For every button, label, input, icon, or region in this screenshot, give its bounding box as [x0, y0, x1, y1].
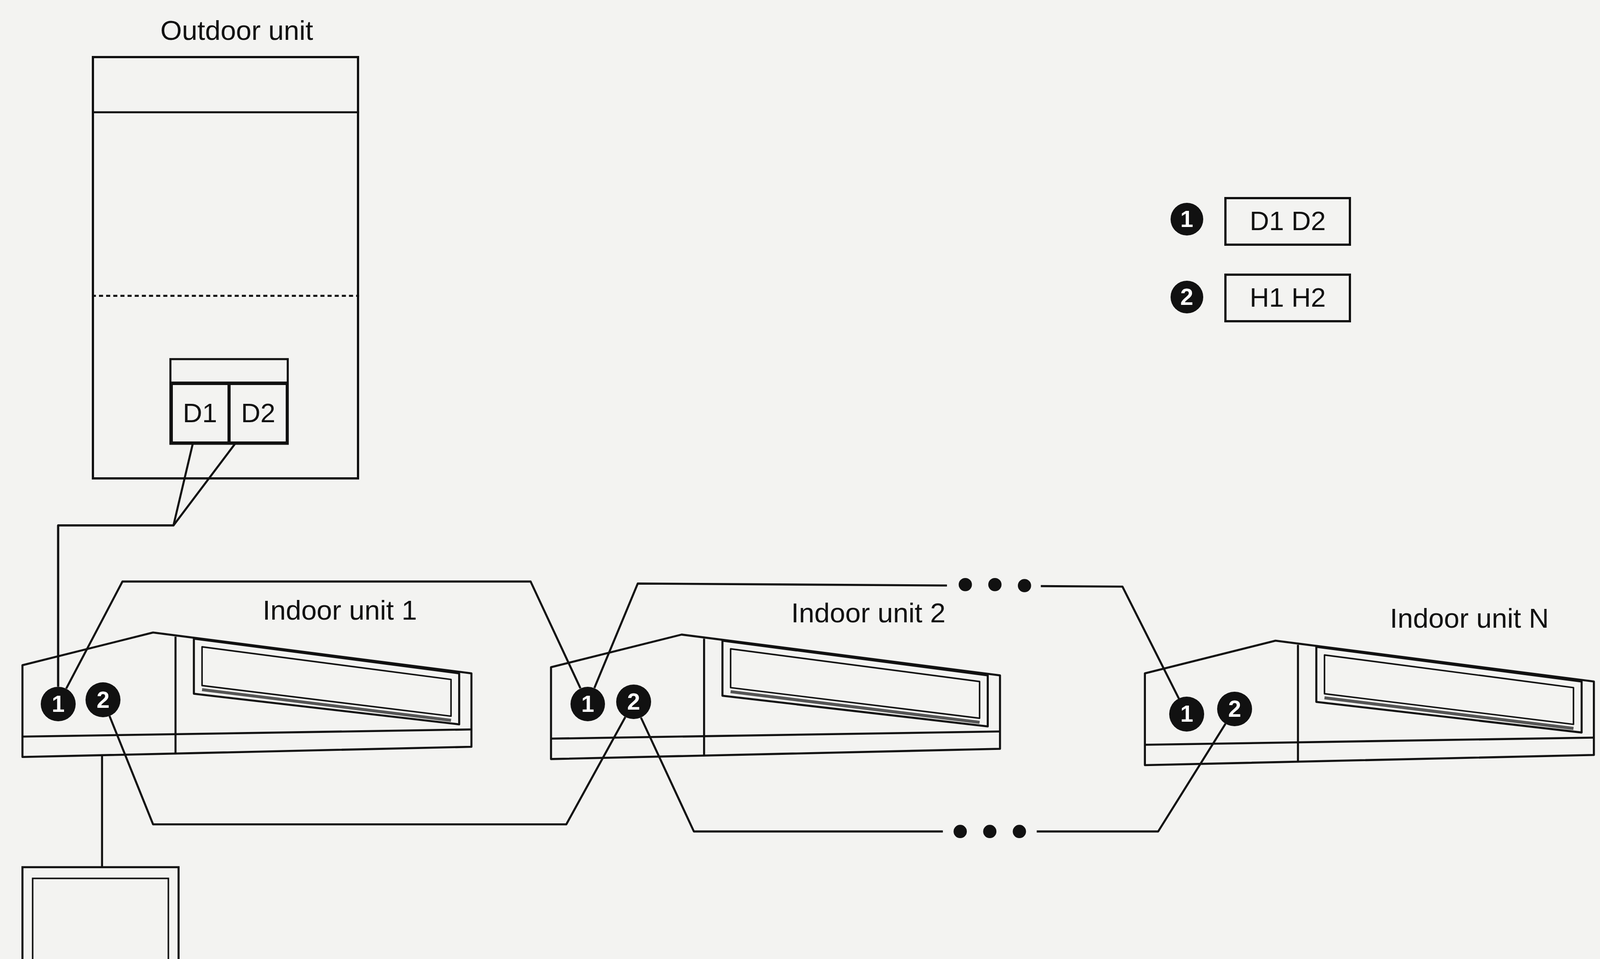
signal-wire [109, 716, 626, 825]
terminal: D2 [228, 382, 288, 445]
terminal-callout: 1 [40, 686, 76, 722]
dot [958, 578, 973, 592]
dot [1012, 824, 1027, 839]
terminal-callout: 1 [570, 686, 605, 722]
panel-line [91, 295, 360, 298]
terminal: D1 [170, 382, 230, 445]
callout-number: 1 [1180, 701, 1194, 727]
callout-number: 2 [1170, 280, 1204, 314]
terminal-callout: 1 [1169, 696, 1204, 732]
callout-number: 1 [1180, 206, 1194, 232]
indoor-unit: Indoor unit 2 1 2 [550, 589, 1009, 769]
callout-number: 1 [1170, 202, 1204, 236]
signal-wire [58, 443, 236, 687]
outdoor-unit: Outdoor unitD1D2 [91, 55, 360, 480]
gap-patch [943, 822, 1038, 841]
signal-wire [640, 717, 1226, 832]
indoor-unit: Indoor unit 1 1 2 [22, 586, 474, 766]
terminal-key: H1 H2 [1224, 273, 1352, 323]
terminal-label: D1 [182, 398, 218, 429]
indoor-unit: Indoor unit N 1 2 [1145, 594, 1599, 774]
terminal-callout: 2 [85, 682, 121, 717]
unit-label: Outdoor unit [160, 15, 314, 46]
indoor-unit-drawing [22, 632, 472, 758]
signal-wire [594, 583, 1179, 699]
unit-label: Indoor unit 2 [791, 597, 946, 629]
unit-label: Indoor unit N [1389, 603, 1549, 634]
callout-number: 2 [96, 687, 110, 713]
gap-patch [947, 575, 1042, 594]
terminal-label: H1 H2 [1249, 283, 1326, 313]
signal-wire [66, 581, 581, 689]
terminal-callout: 2 [616, 684, 651, 720]
callout-number: 2 [1180, 284, 1194, 310]
dot [983, 824, 997, 839]
terminal-label: D1 D2 [1249, 206, 1326, 236]
remote-screen [32, 878, 169, 959]
dot [953, 824, 967, 839]
terminal-callout: 2 [1217, 691, 1252, 727]
terminal-label: D2 [240, 398, 276, 429]
terminal-block [170, 359, 288, 444]
callout-number: 2 [1228, 696, 1242, 722]
remote-controller [22, 867, 179, 959]
dot [988, 578, 1002, 592]
callout-number: 2 [627, 689, 641, 715]
unit-label: Indoor unit 1 [262, 595, 417, 626]
terminal-key: D1 D2 [1224, 197, 1352, 246]
callout-number: 1 [51, 691, 65, 717]
panel-line [91, 111, 360, 114]
callout-number: 1 [581, 691, 595, 717]
signal-wire [58, 443, 194, 687]
dot [1017, 579, 1032, 593]
indoor-unit-drawing [550, 634, 1000, 760]
